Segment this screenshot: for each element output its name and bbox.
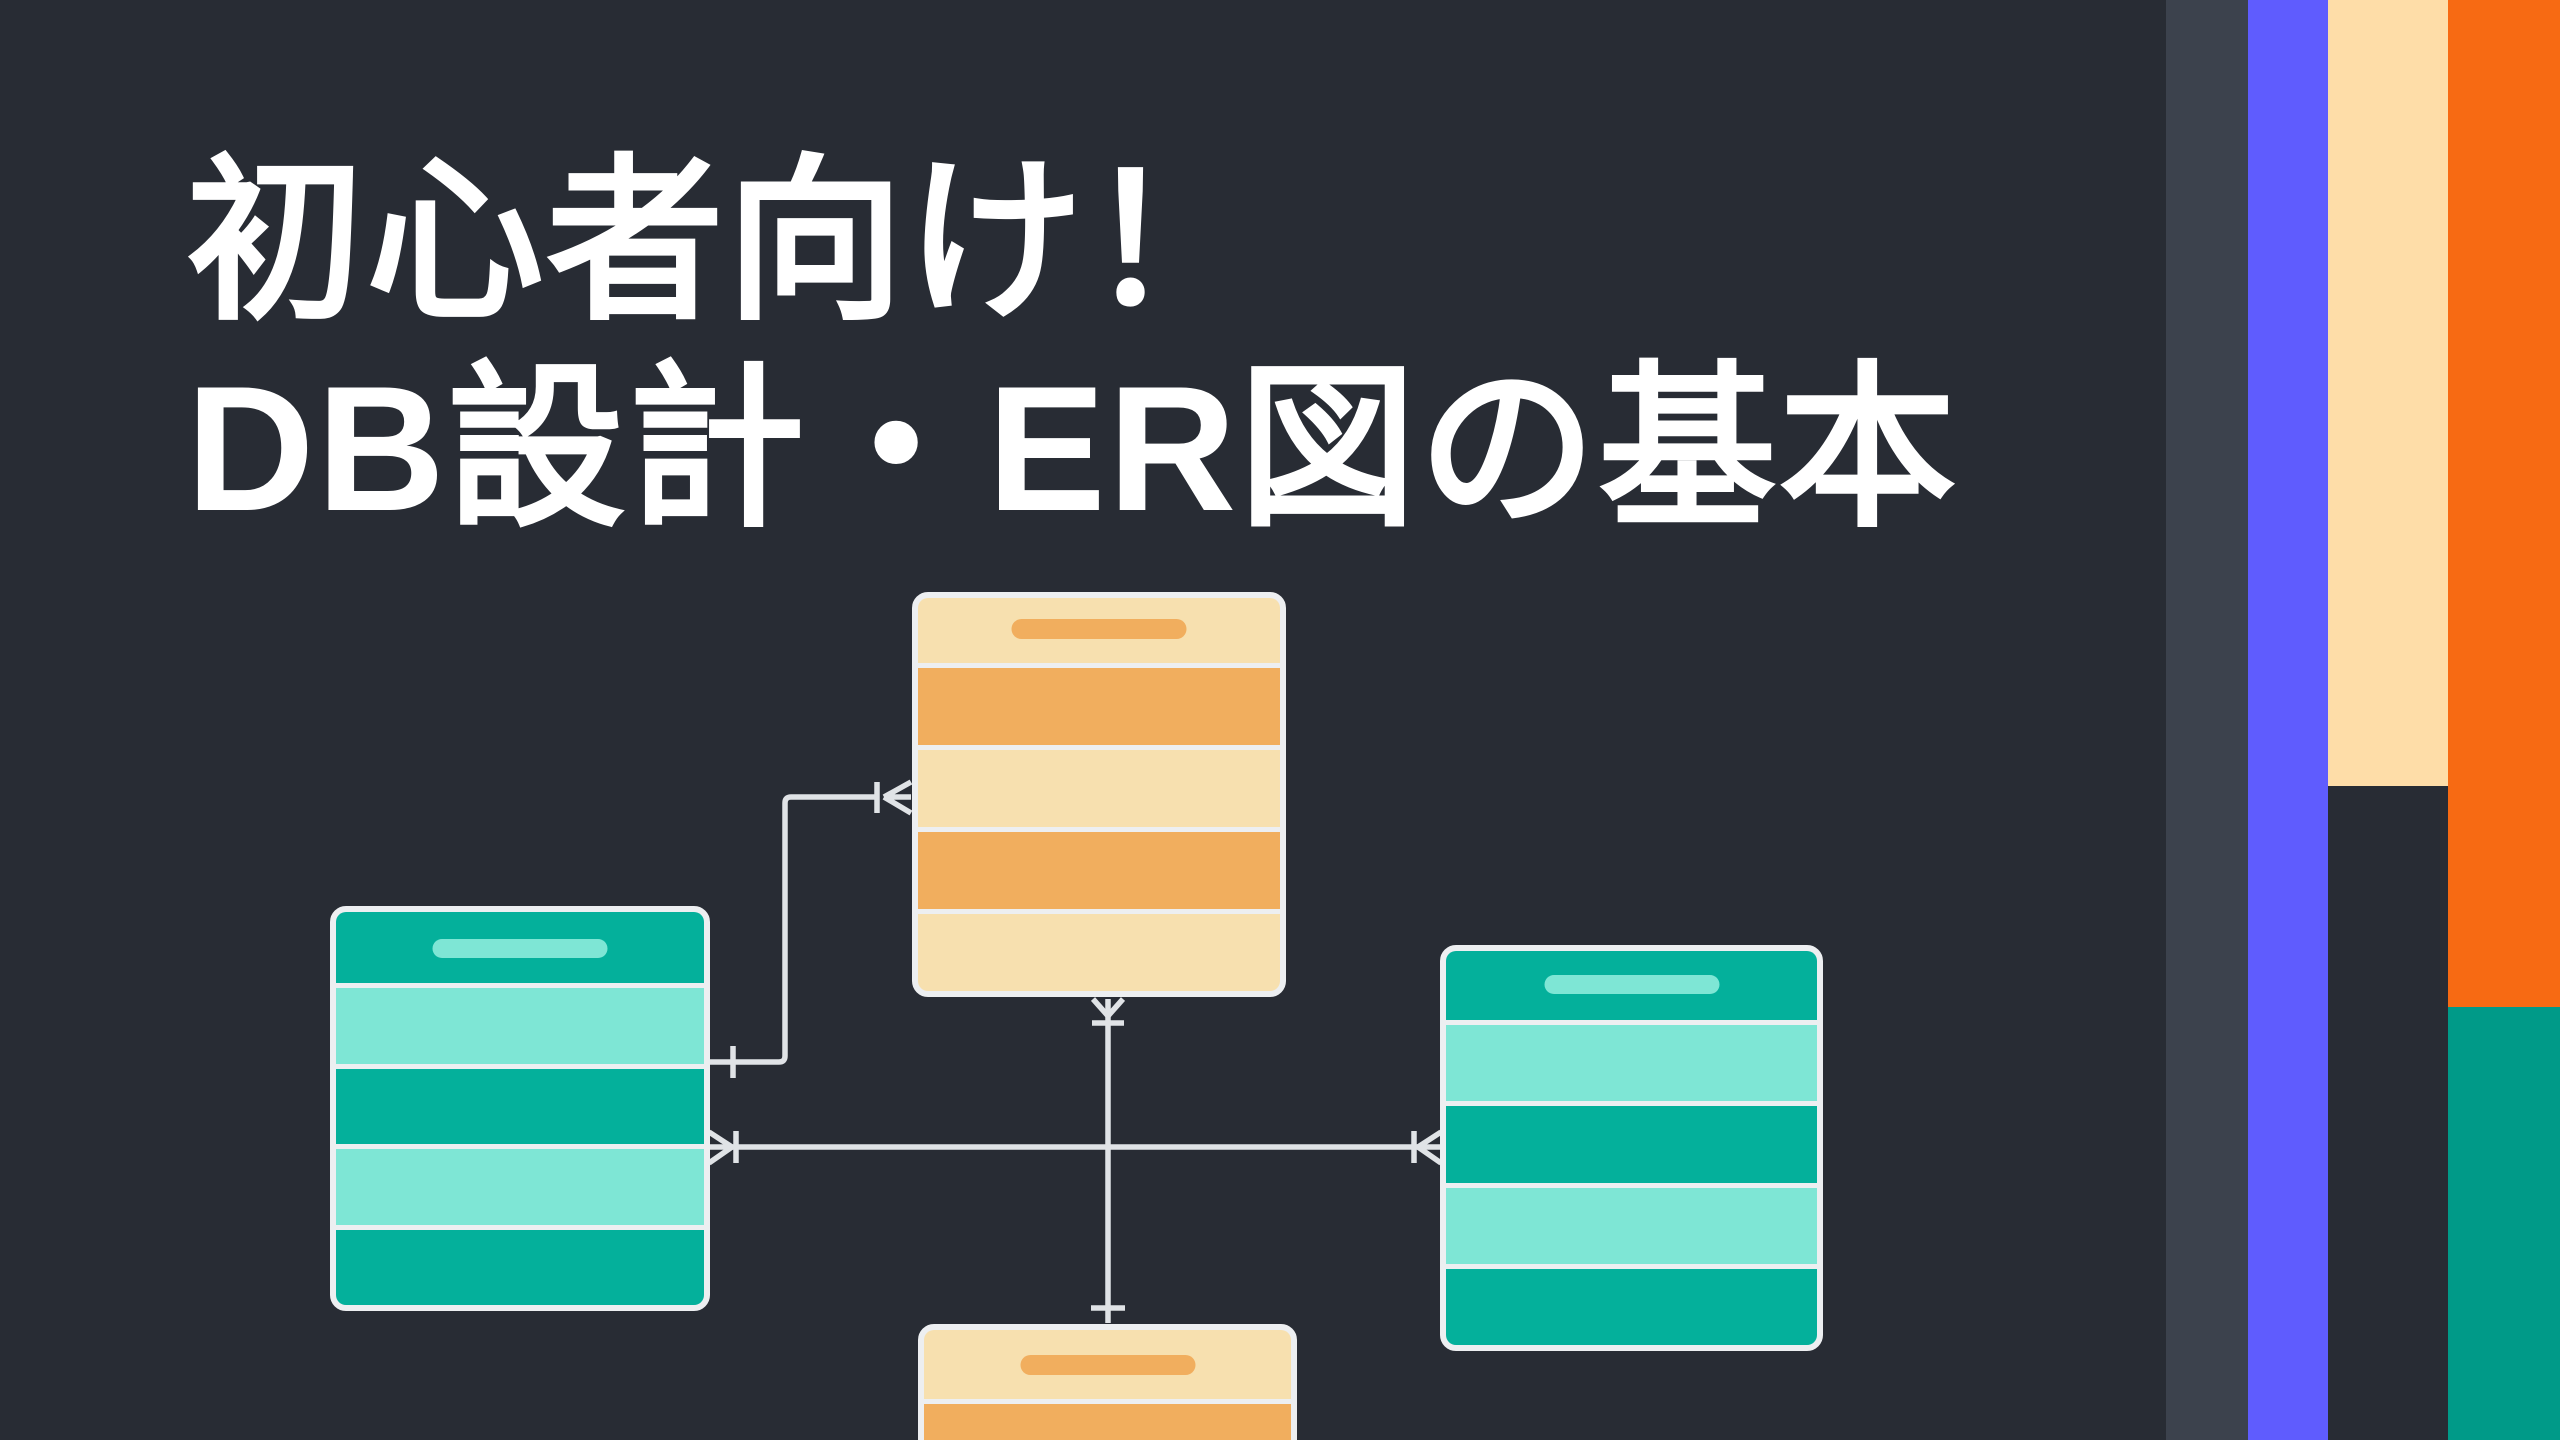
- entity-title-pill: [1011, 619, 1187, 639]
- crow-foot-many-icon: [1090, 997, 1126, 1018]
- row-divider: [924, 1399, 1291, 1404]
- connector-line: [709, 794, 878, 1065]
- entity-header: [1446, 951, 1817, 1020]
- er-entity-right: [1440, 945, 1823, 1351]
- entity-title-pill: [432, 939, 608, 958]
- entity-header: [918, 598, 1280, 663]
- title-line-1: 初心者向け！: [186, 142, 1266, 341]
- er-entity-top: [912, 592, 1286, 997]
- row-divider: [918, 745, 1280, 750]
- entity-title-pill: [1544, 975, 1719, 994]
- attribute-row: [918, 832, 1280, 909]
- row-divider: [1446, 1020, 1817, 1025]
- relationship-top-to-bottom: [1090, 997, 1126, 1323]
- attribute-row: [1446, 1187, 1817, 1264]
- row-divider: [336, 1144, 704, 1149]
- attribute-row: [918, 914, 1280, 991]
- er-entity-left: [330, 906, 710, 1311]
- title-line-2: DB設計・ER図の基本: [186, 349, 1959, 548]
- attribute-row: [918, 750, 1280, 827]
- row-divider: [336, 983, 704, 988]
- accent-stripe-teal: [2448, 1007, 2560, 1440]
- row-divider: [918, 663, 1280, 668]
- entity-header: [336, 912, 704, 983]
- accent-stripe-cream: [2328, 0, 2448, 786]
- er-entity-bottom: [918, 1324, 1297, 1440]
- crow-foot-many-icon: [882, 779, 913, 816]
- attribute-row: [1446, 1106, 1817, 1183]
- relationship-left-to-right: [707, 1129, 1443, 1166]
- row-divider: [1446, 1182, 1817, 1188]
- row-divider: [336, 1224, 704, 1230]
- attribute-row: [336, 1229, 704, 1305]
- accent-stripe-orange: [2448, 0, 2560, 1007]
- relationship-left-to-top: [709, 779, 913, 1078]
- attribute-row: [336, 988, 704, 1064]
- attribute-row: [336, 1068, 704, 1144]
- crow-foot-many-icon: [1416, 1129, 1443, 1166]
- attribute-row: [924, 1404, 1291, 1440]
- row-divider: [1446, 1101, 1817, 1107]
- row-divider: [918, 827, 1280, 832]
- row-divider: [918, 909, 1280, 914]
- entity-title-pill: [1020, 1355, 1195, 1375]
- attribute-row: [1446, 1025, 1817, 1102]
- page-title: 初心者向け！ DB設計・ER図の基本: [186, 138, 1958, 552]
- attribute-row: [336, 1149, 704, 1225]
- row-divider: [1446, 1263, 1817, 1269]
- attribute-row: [1446, 1268, 1817, 1345]
- accent-stripe-gray: [2166, 0, 2248, 1440]
- crow-foot-many-icon: [707, 1129, 734, 1166]
- accent-stripe-blue: [2248, 0, 2328, 1440]
- attribute-row: [918, 668, 1280, 745]
- entity-header: [924, 1330, 1291, 1399]
- row-divider: [336, 1063, 704, 1069]
